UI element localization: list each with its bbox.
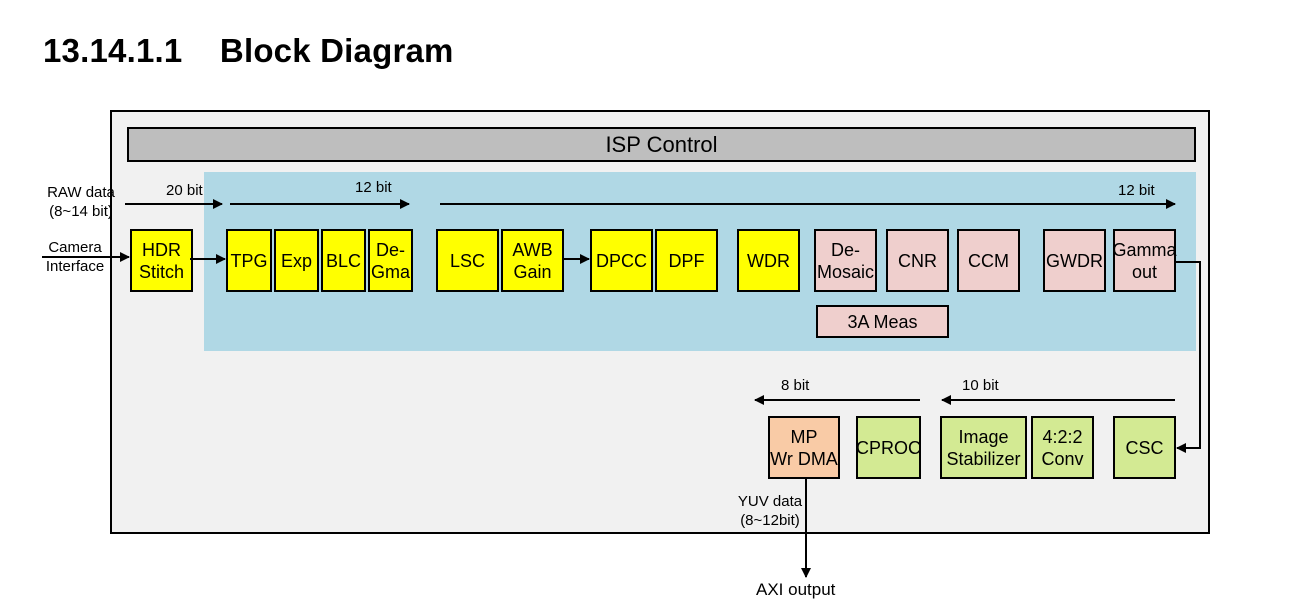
axi-output-label: AXI output: [756, 580, 836, 599]
block-dpcc: DPCC: [590, 229, 653, 292]
yuv-data-label: YUV data (8~12bit): [737, 493, 803, 529]
block-lsc: LSC: [436, 229, 499, 292]
block-cnr: CNR: [886, 229, 949, 292]
isp-control-block: ISP Control: [127, 127, 1196, 162]
block-mp-wr-dma: MP Wr DMA: [768, 416, 840, 479]
bus-label-20bit: 20 bit: [166, 182, 203, 199]
block-dpf: DPF: [655, 229, 718, 292]
block-422-conv: 4:2:2 Conv: [1031, 416, 1094, 479]
block-3a-meas: 3A Meas: [816, 305, 949, 338]
block-tpg: TPG: [226, 229, 272, 292]
block-blc: BLC: [321, 229, 366, 292]
block-exp: Exp: [274, 229, 319, 292]
block-ccm: CCM: [957, 229, 1020, 292]
section-number: 13.14.1.1: [43, 32, 183, 69]
raw-data-label: RAW data (8~14 bit): [47, 184, 115, 220]
section-title: Block Diagram: [219, 32, 454, 69]
isp-control-label: ISP Control: [605, 131, 718, 157]
bus-label-12bit-front: 12 bit: [355, 179, 392, 196]
section-heading: 13.14.1.1 Block Diagram: [43, 32, 454, 70]
bus-label-10bit: 10 bit: [962, 377, 999, 394]
block-demosaic: De- Mosaic: [814, 229, 877, 292]
bus-label-8bit: 8 bit: [781, 377, 810, 394]
block-awb-gain: AWB Gain: [501, 229, 564, 292]
block-degma: De- Gma: [368, 229, 413, 292]
block-gwdr: GWDR: [1043, 229, 1106, 292]
block-csc: CSC: [1113, 416, 1176, 479]
block-cproc: CPROC: [856, 416, 921, 479]
camera-interface-label: Camera Interface: [45, 239, 105, 275]
block-gamma-out: Gamma out: [1113, 229, 1177, 292]
bus-label-12bit-main: 12 bit: [1118, 182, 1155, 199]
block-hdr-stitch: HDR Stitch: [130, 229, 193, 292]
block-image-stabilizer: Image Stabilizer: [940, 416, 1027, 479]
block-wdr: WDR: [737, 229, 800, 292]
